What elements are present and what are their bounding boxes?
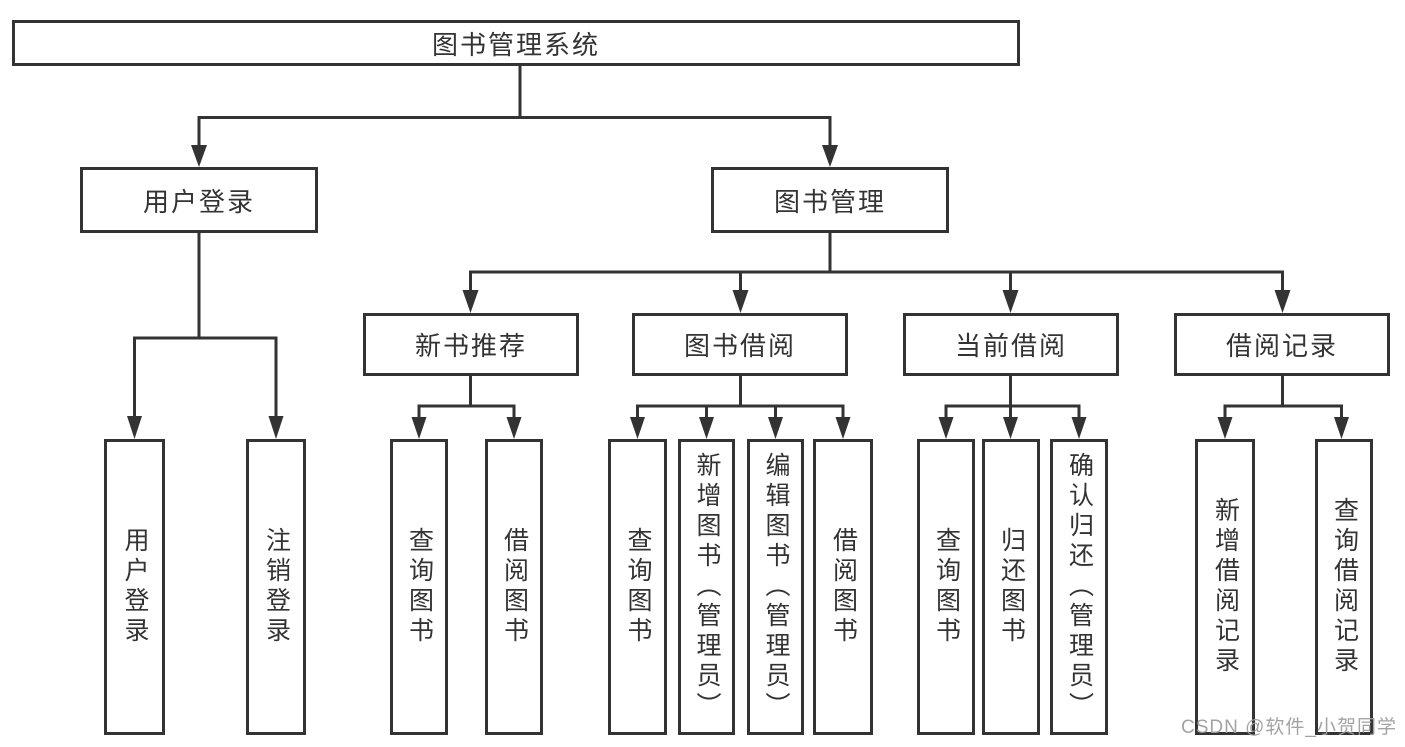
arrowhead [630, 417, 645, 439]
leaf-rec-query-book: 查询图书 [390, 439, 448, 735]
leaf-bb-add-book-label: 新增图书（管理员） [693, 452, 721, 722]
node-book-borrow: 图书借阅 [632, 313, 848, 376]
leaf-cb-return-book: 归还图书 [982, 439, 1040, 735]
branch-new-book-rec [417, 376, 516, 418]
arrowhead [1334, 417, 1349, 439]
leaf-br-add-record: 新增借阅记录 [1195, 439, 1255, 735]
leaf-user-login: 用户登录 [104, 439, 165, 735]
arrowhead [1217, 417, 1233, 439]
leaf-rec-query-book-label: 查询图书 [405, 527, 434, 647]
arrowhead [462, 290, 479, 313]
arrowhead [268, 416, 284, 439]
node-new-book-rec-label: 新书推荐 [414, 331, 527, 361]
arrowhead [822, 145, 838, 167]
leaf-user-login-label: 用户登录 [121, 527, 149, 647]
csdn-watermark: CSDN @软件_小贺同学 [1181, 717, 1397, 738]
node-user-login: 用户登录 [80, 167, 318, 233]
leaf-cb-return-book-label: 归还图书 [997, 527, 1026, 647]
node-root-label: 图书管理系统 [431, 29, 600, 60]
leaf-cb-confirm-return: 确认归还（管理员） [1050, 439, 1108, 735]
node-user-login-label: 用户登录 [142, 186, 255, 217]
leaf-rec-borrow-book-label: 借阅图书 [500, 527, 529, 647]
arrowhead [506, 417, 522, 439]
node-borrow-records-label: 借阅记录 [1225, 331, 1338, 361]
leaf-rec-borrow-book: 借阅图书 [485, 439, 543, 735]
arrowhead [191, 145, 207, 167]
leaf-bb-query-book: 查询图书 [608, 439, 667, 735]
leaf-bb-borrow-book-label: 借阅图书 [829, 527, 858, 647]
arrowhead [127, 416, 142, 439]
branch-root [197, 66, 832, 147]
branch-book-mgmt [469, 233, 1284, 292]
branch-borrow-records [1223, 376, 1343, 418]
leaf-logout-label: 注销登录 [262, 527, 291, 647]
arrowhead [835, 417, 851, 439]
leaf-cb-query-book: 查询图书 [917, 439, 975, 735]
arrowhead [1002, 290, 1019, 313]
arrowhead [1071, 417, 1087, 439]
arrowhead [768, 417, 783, 439]
node-book-mgmt: 图书管理 [711, 167, 949, 233]
leaf-br-add-record-label: 新增借阅记录 [1211, 497, 1240, 677]
leaf-cb-query-book-label: 查询图书 [932, 527, 961, 647]
branch-book-borrow [636, 376, 845, 418]
leaf-br-query-record: 查询借阅记录 [1315, 439, 1373, 735]
node-current-borrow: 当前借阅 [903, 313, 1119, 376]
branch-user-login [133, 233, 278, 418]
leaf-cb-confirm-return-label: 确认归还（管理员） [1065, 452, 1094, 722]
arrowhead [411, 417, 427, 439]
leaf-br-query-record-label: 查询借阅记录 [1330, 497, 1359, 677]
leaf-logout: 注销登录 [246, 439, 306, 735]
leaf-bb-add-book: 新增图书（管理员） [678, 439, 735, 735]
node-book-borrow-label: 图书借阅 [683, 331, 796, 361]
node-current-borrow-label: 当前借阅 [954, 331, 1067, 361]
leaf-bb-edit-book-label: 编辑图书（管理员） [762, 452, 790, 722]
leaf-bb-edit-book: 编辑图书（管理员） [747, 439, 804, 735]
arrowhead [732, 290, 749, 313]
leaf-bb-query-book-label: 查询图书 [624, 527, 652, 647]
arrowhead [938, 417, 954, 439]
node-new-book-rec: 新书推荐 [363, 313, 579, 376]
arrowhead [699, 417, 714, 439]
leaf-bb-borrow-book: 借阅图书 [813, 439, 873, 735]
node-root: 图书管理系统 [12, 20, 1020, 66]
arrowhead [1003, 417, 1018, 439]
node-borrow-records: 借阅记录 [1174, 313, 1390, 376]
node-book-mgmt-label: 图书管理 [773, 186, 886, 217]
branch-current-borrow [944, 376, 1081, 418]
arrowhead [1274, 290, 1291, 313]
